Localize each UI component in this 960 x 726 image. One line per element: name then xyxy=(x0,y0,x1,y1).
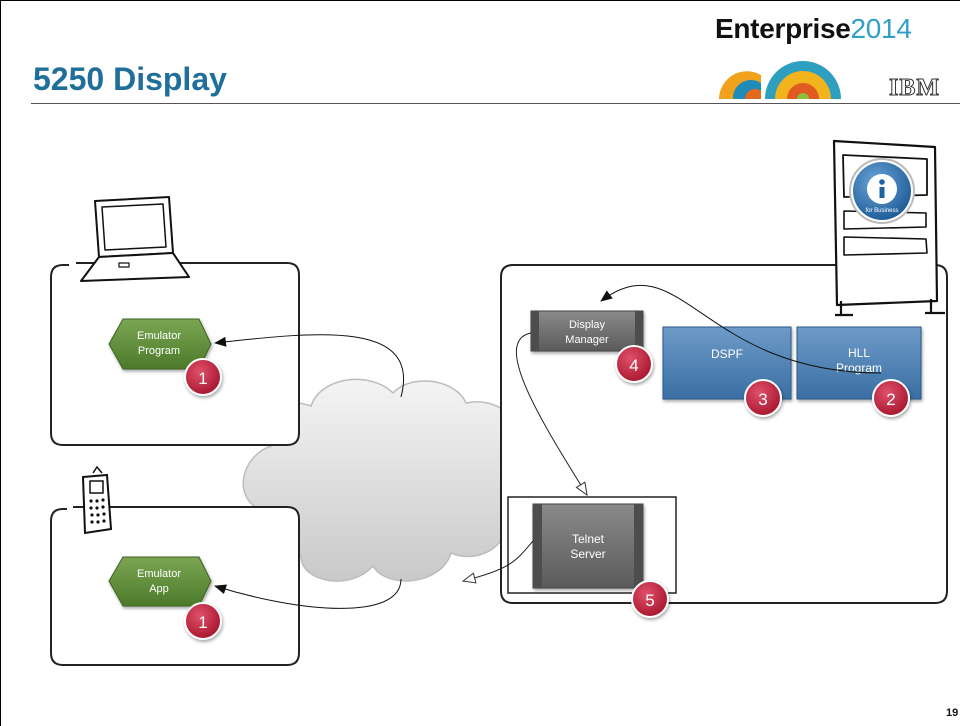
emulator-program-label-line2: Program xyxy=(138,345,180,357)
connector-cloud-to-emulator-app xyxy=(214,578,402,609)
badge-1-mobile xyxy=(184,602,222,640)
arc-logo-right xyxy=(765,61,841,99)
brand-name: Enterprise xyxy=(715,13,851,44)
display-manager-box xyxy=(530,310,644,352)
badge-3 xyxy=(744,379,782,417)
enterprise-2014-logo: Enterprise2014 xyxy=(715,13,912,45)
arc-logo-graphic xyxy=(719,61,841,99)
badge-4 xyxy=(615,345,653,383)
badge-1-mobile-text: 1 xyxy=(198,613,207,632)
dspf-label: DSPF xyxy=(711,347,743,361)
arc-logo-left xyxy=(719,71,761,99)
emulator-app-label-line2: App xyxy=(149,583,169,595)
display-manager-label-line2: Manager xyxy=(565,334,609,346)
emulator-program-label-line1: Emulator xyxy=(137,330,181,342)
telnet-server-label-line2: Server xyxy=(570,547,605,561)
brand-year: 2014 xyxy=(850,13,912,44)
title-underline xyxy=(31,103,960,104)
badge-2 xyxy=(872,379,910,417)
badge-5 xyxy=(631,580,669,618)
badge-2-text: 2 xyxy=(886,390,895,409)
connector-cloud-to-emulator-program xyxy=(214,334,404,398)
ibm-logo: IBM xyxy=(889,75,940,102)
badge-1-laptop-text: 1 xyxy=(198,369,207,388)
badge-5-text: 5 xyxy=(645,591,654,610)
badge-1-laptop xyxy=(184,358,222,396)
ibm-i-logo-text: for Business xyxy=(865,208,898,214)
laptop-icon xyxy=(80,196,190,282)
connector-hll-to-display-manager xyxy=(600,284,882,374)
badge-4-text: 4 xyxy=(629,356,638,375)
connector-display-manager-to-telnet xyxy=(515,332,587,495)
emulator-app-node xyxy=(108,556,212,607)
mobile-phone-icon xyxy=(81,465,113,535)
telnet-server-box xyxy=(532,503,644,589)
connector-telnet-to-cloud xyxy=(463,540,534,581)
display-manager-label-line1: Display xyxy=(569,319,606,331)
ibm-i-logo: for Business xyxy=(849,158,915,224)
hll-program-label-line1: HLL xyxy=(848,346,870,360)
emulator-app-label-line1: Emulator xyxy=(137,568,181,580)
page-title: 5250 Display xyxy=(33,61,227,97)
telnet-server-label-line1: Telnet xyxy=(572,532,605,546)
badge-3-text: 3 xyxy=(758,390,767,409)
page-number: 19 xyxy=(946,707,959,719)
